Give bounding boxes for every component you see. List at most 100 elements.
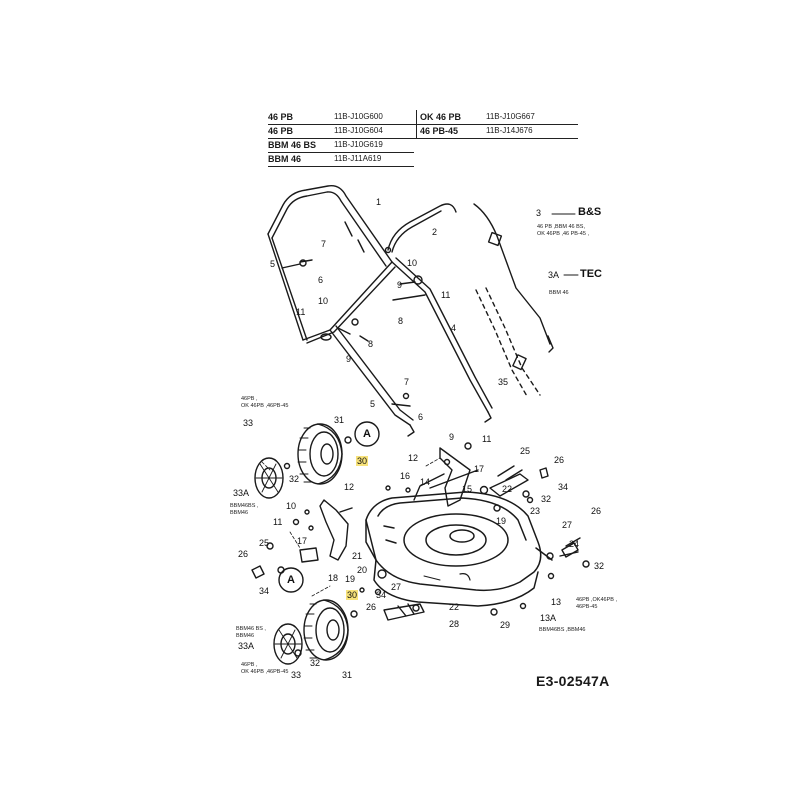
part-callout-c13a: 13A [540, 613, 557, 623]
part-callout-c17a: 17 [474, 464, 485, 474]
axle-assemblies [251, 465, 581, 621]
model-note-bracket-models: BBM46BS , BBM46 [230, 503, 259, 516]
part-callout-c9a: 9 [397, 280, 403, 290]
part-callout-c30a: 30 [356, 456, 369, 466]
part-callout-c1: 1 [376, 197, 382, 207]
part-callout-c19a: 19 [496, 516, 507, 526]
part-callout-c34a: 34 [558, 482, 569, 492]
part-callout-c9c: 9 [449, 432, 455, 442]
model-part-number: 11B-J14J676 [486, 126, 533, 135]
model-note-wheel-bot-models2: 46PB , OK 46PB ,46PB-45 [241, 662, 289, 675]
table-rule [268, 166, 414, 167]
detail-marker-a-top [354, 421, 380, 447]
part-callout-c11d: 11 [273, 517, 283, 527]
part-callout-c20: 20 [357, 565, 368, 575]
part-callout-bs: B&S [578, 206, 602, 218]
part-callout-c3a: 3A [548, 270, 560, 280]
part-callout-c19b: 19 [345, 574, 356, 584]
model-note-tec-models: BBM 46 [549, 290, 569, 296]
table-rule [268, 138, 578, 139]
mower-deck [365, 491, 553, 607]
part-callout-c10b: 10 [318, 296, 329, 306]
model-part-number: 11B-J10G667 [486, 112, 535, 121]
part-callout-c23: 23 [530, 506, 541, 516]
part-callout-c6b: 6 [418, 412, 424, 422]
part-callout-c25a: 25 [520, 446, 531, 456]
part-callout-c31a: 31 [334, 415, 345, 425]
upper-wheel [254, 423, 343, 499]
part-callout-c10a: 10 [407, 258, 418, 268]
diagram-reference-code: E3-02547A [536, 673, 610, 689]
model-note-c13a-models: BBM46BS ,BBM46 [539, 627, 586, 633]
part-callout-c12b: 12 [344, 482, 355, 492]
model-name: BBM 46 BS [268, 140, 317, 150]
lower-handle [329, 257, 493, 437]
part-callout-c15: 15 [462, 484, 473, 494]
part-callout-c34c: 34 [376, 590, 387, 600]
part-callout-c24: 24 [569, 539, 580, 549]
model-name: 46 PB [268, 126, 294, 136]
part-callout-c30b: 30 [346, 590, 359, 600]
part-callout-c9b: 9 [346, 354, 352, 364]
model-note-bs-models: 46 PB ,BBM 46 BS, OK 46PB ,46 PB-45 , [537, 224, 589, 237]
lower-wheel [273, 599, 349, 665]
part-callout-c35: 35 [498, 377, 509, 387]
part-callout-c26a: 26 [554, 455, 565, 465]
part-callout-c32b: 32 [541, 494, 552, 504]
part-callout-c28: 28 [449, 619, 460, 629]
part-callout-c26c: 26 [238, 549, 249, 559]
throttle-cable [473, 203, 554, 399]
part-callout-a1: A [363, 428, 371, 440]
part-callout-c10c: 10 [286, 501, 297, 511]
model-part-number: 11B-J11A619 [334, 154, 382, 163]
part-callout-c25b: 25 [259, 538, 270, 548]
model-name: BBM 46 [268, 154, 302, 164]
table-rule [268, 124, 578, 125]
rear-flap-bracket [413, 447, 479, 507]
control-cable [384, 203, 457, 254]
table-rule [268, 152, 414, 153]
part-callout-a2: A [287, 574, 295, 586]
part-callout-c7b: 7 [404, 377, 410, 387]
handle-hardware [281, 259, 423, 407]
model-name: OK 46 PB [420, 112, 462, 122]
part-callout-c6a: 6 [318, 275, 324, 285]
left-side-bracket [319, 499, 353, 561]
model-part-number: 11B-J10G600 [334, 112, 383, 121]
part-callout-c8b: 8 [368, 339, 374, 349]
part-callout-c33aa: 33A [233, 488, 250, 498]
part-callout-c8a: 8 [398, 316, 404, 326]
model-name: 46 PB [268, 112, 294, 122]
part-callout-c29: 29 [500, 620, 511, 630]
part-callout-c32d: 32 [310, 658, 321, 668]
model-part-number: 11B-J10G604 [334, 126, 383, 135]
part-callout-tec: TEC [580, 268, 602, 280]
part-callout-c31b: 31 [342, 670, 353, 680]
model-name: 46 PB-45 [420, 126, 459, 136]
model-note-c13-models: 46PB ,OK46PB , 46PB-45 [576, 597, 617, 610]
part-callout-c32c: 32 [594, 561, 605, 571]
part-callout-c34b: 34 [259, 586, 270, 596]
part-callout-c27b: 27 [391, 582, 402, 592]
part-callout-c11c: 11 [482, 434, 492, 444]
part-callout-c22b: 22 [449, 602, 460, 612]
washers-and-nuts [266, 436, 590, 657]
part-callout-c27a: 27 [562, 520, 573, 530]
table-divider [416, 110, 417, 138]
part-callout-c11b: 11 [296, 307, 306, 317]
part-callout-c5b: 5 [370, 399, 376, 409]
part-callout-c26d: 26 [366, 602, 377, 612]
upper-handle [267, 185, 396, 344]
part-callout-c17b: 17 [297, 536, 308, 546]
part-callout-c2: 2 [432, 227, 438, 237]
model-note-wheel-top-models: 46PB , OK 46PB ,46PB-45 [241, 396, 289, 409]
part-callout-c22a: 22 [502, 484, 513, 494]
part-callout-c11a: 11 [441, 290, 451, 300]
part-callout-c33a: 33 [243, 418, 254, 428]
part-callout-c33ab: 33A [238, 641, 255, 651]
leader-lines [261, 457, 441, 597]
part-callout-c16: 16 [400, 471, 411, 481]
part-callout-c26b: 26 [591, 506, 602, 516]
